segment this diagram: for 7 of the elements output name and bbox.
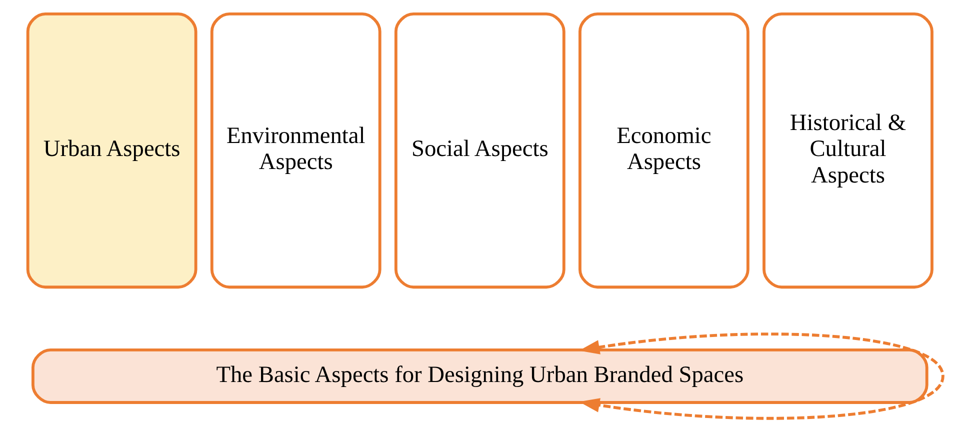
- node-box: Environmental Aspects: [210, 12, 381, 289]
- node-box: Historical & Cultural Aspects: [762, 12, 933, 289]
- node-box: Urban Aspects: [26, 12, 197, 289]
- node-box: Social Aspects: [394, 12, 565, 289]
- node-box: The Basic Aspects for Designing Urban Branded Spaces: [31, 348, 928, 404]
- node-box: Economic Aspects: [578, 12, 749, 289]
- arrow: [578, 332, 944, 420]
